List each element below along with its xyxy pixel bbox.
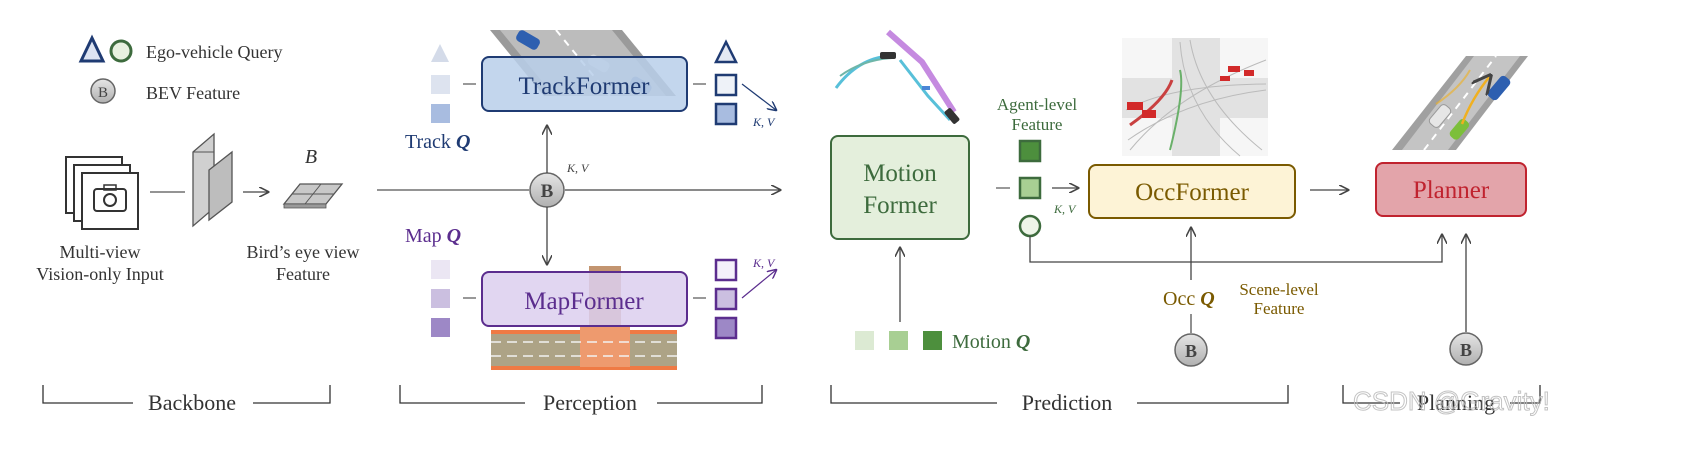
occformer-block <box>1088 164 1296 219</box>
map-output-query-1 <box>714 258 738 282</box>
motionformer-label-line2: Former <box>863 192 937 219</box>
occ-bev-badge-icon <box>1174 333 1208 367</box>
legend-bev-badge-letter: B <box>98 85 108 101</box>
prediction-section: Motion Former Motion Q Agent-level Featu… <box>830 29 1442 367</box>
legend: Ego-vehicle Query B BEV Feature <box>78 34 282 104</box>
multiview-camera-icon <box>65 156 139 230</box>
occ-bev-badge-letter: B <box>1185 341 1197 361</box>
trackformer-block <box>481 56 688 112</box>
map-input-query-3 <box>431 318 450 337</box>
map-output-query-3 <box>714 316 738 340</box>
motionformer-block <box>830 135 970 240</box>
legend-bev-badge-icon <box>90 78 116 104</box>
motion-q-label: Motion Q <box>952 331 1030 353</box>
bev-label-line1: Bird’s eye view <box>247 242 360 262</box>
planner-block <box>1375 162 1527 217</box>
motionformer-label-line1: Motion <box>863 160 937 187</box>
track-input-triangle <box>431 44 449 62</box>
map-output-query-2 <box>714 287 738 311</box>
stage-label-perception: Perception <box>543 390 637 415</box>
watermark: CSDN @Gravity! <box>1353 386 1550 416</box>
map-q-label: Map Q <box>405 225 461 247</box>
ego-query-circle-icon <box>109 39 133 63</box>
planning-bev-badge-icon <box>1449 332 1483 366</box>
occupancy-image <box>1122 38 1268 157</box>
agent-feature-query-2 <box>1018 176 1042 200</box>
prediction-kv-label: K, V <box>1053 202 1077 216</box>
stage-label-planning: Planning <box>1417 390 1495 415</box>
track-input-query-1 <box>431 75 450 94</box>
ego-query-triangle-icon <box>78 34 106 63</box>
bev-grid-icon <box>282 183 344 209</box>
stage-label-prediction: Prediction <box>1022 390 1112 415</box>
motion-query-2 <box>889 331 908 350</box>
perception-bev-badge-letter: B <box>541 181 554 202</box>
map-kv-label: K, V <box>752 256 776 270</box>
input-label-line1: Multi-view <box>60 242 141 262</box>
scene-feature-line1: Scene-level <box>1239 280 1319 299</box>
planning-bev-badge-letter: B <box>1460 340 1472 360</box>
planner-label: Planner <box>1413 177 1490 204</box>
agent-feature-line2: Feature <box>1012 115 1063 134</box>
track-q-label: Track Q <box>405 131 470 153</box>
track-input-query-2 <box>431 104 450 123</box>
occformer-label: OccFormer <box>1135 179 1250 206</box>
mapformer-block <box>481 271 688 327</box>
bev-feature-letter: B <box>305 146 317 168</box>
input-label-line2: Vision-only Input <box>36 264 163 284</box>
planning-scene-image <box>1392 55 1528 151</box>
track-output-triangle <box>713 39 739 64</box>
motion-trajectory-image <box>834 29 960 124</box>
mapformer-label: MapFormer <box>524 288 644 315</box>
scene-feature-line2: Feature <box>1254 299 1305 318</box>
motion-query-1 <box>855 331 874 350</box>
stage-brackets: Backbone Perception Prediction Planning <box>42 385 1541 415</box>
map-input-query-2 <box>431 289 450 308</box>
backbone-network-icon <box>192 132 233 228</box>
track-kv-label: K, V <box>752 115 776 129</box>
bev-label-line2: Feature <box>276 264 330 284</box>
legend-ego-query-label: Ego-vehicle Query <box>146 42 282 62</box>
perception-section: B K, V TrackFormer Track Q K, V <box>377 29 780 370</box>
track-output-query-1 <box>714 73 738 97</box>
legend-bev-feature-label: BEV Feature <box>146 83 240 103</box>
perception-kv-label: K, V <box>566 161 590 175</box>
backbone-section: Multi-view Vision-only Input B Bird’s ey… <box>36 132 360 284</box>
agent-feature-line1: Agent-level <box>997 95 1078 114</box>
motion-query-3 <box>923 331 942 350</box>
agent-feature-query-1 <box>1018 139 1042 163</box>
agent-feature-ego-circle <box>1018 214 1042 238</box>
track-output-query-2 <box>714 102 738 126</box>
trackformer-label: TrackFormer <box>518 73 650 100</box>
stage-label-backbone: Backbone <box>148 390 236 415</box>
planning-section: Planner B <box>1375 55 1528 366</box>
map-input-query-1 <box>431 260 450 279</box>
ego-to-planner-connector <box>1029 235 1442 263</box>
occ-q-label: Occ Q <box>1163 288 1215 310</box>
